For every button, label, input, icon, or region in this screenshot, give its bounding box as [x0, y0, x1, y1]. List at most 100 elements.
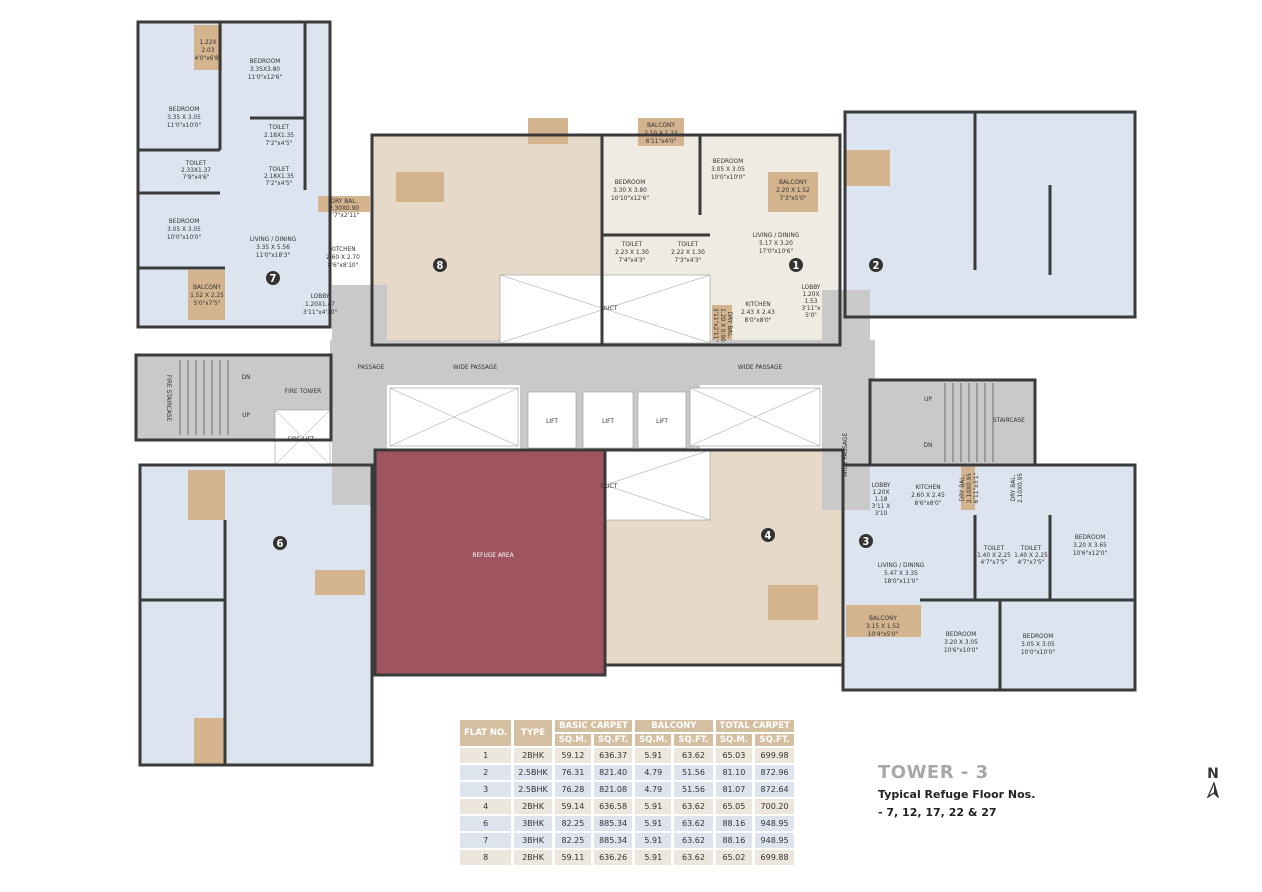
lobby-dim-imperial: 3'11 X — [872, 502, 891, 510]
flat-badge-1: 1 — [789, 258, 803, 272]
passage-label: PASSAGE — [358, 363, 385, 371]
header-sqm: SQ.M. — [715, 734, 753, 746]
lobby-label: LOBBY — [802, 283, 821, 291]
lobby-dim-imperial: 5'0" — [805, 311, 817, 319]
balconies — [188, 25, 975, 766]
toilet-dim-imperial: 7'2"x4'5" — [266, 139, 293, 147]
cell-bal-sqm: 4.79 — [635, 782, 672, 797]
dry-balcony-label: DRY BAL. — [1009, 475, 1017, 502]
lobby-label: LOBBY — [311, 292, 330, 300]
cell-bal-sqft: 63.62 — [674, 799, 713, 814]
flat-3-labels: LOBBY 1.20X 1.18 3'11 X 3'10 KITCHEN 2.6… — [866, 472, 1107, 656]
balcony-dim-imperial: 6'11"x4'0" — [646, 137, 677, 145]
cell-total-sqft: 872.96 — [755, 765, 794, 780]
up-label: UP — [242, 411, 250, 419]
passage-right-vertical — [822, 290, 870, 510]
balcony-dim: 1.52 X 2.25 — [190, 291, 224, 299]
duct-label: DUCT — [601, 482, 618, 490]
cell-basic-sqm: 82.25 — [554, 833, 592, 848]
cell-basic-sqm: 76.31 — [554, 765, 592, 780]
svg-text:6: 6 — [277, 537, 284, 550]
cell-basic-sqft: 885.34 — [594, 816, 633, 831]
cell-bal-sqft: 63.62 — [674, 833, 713, 848]
dn-label: DN — [924, 441, 933, 449]
lift-shaft — [582, 391, 634, 449]
lobby-dim: 1.20X1.47 — [305, 300, 335, 308]
cell-type: 2.5BHK — [514, 782, 552, 797]
cell-total-sqft: 700.20 — [755, 799, 794, 814]
bedroom-dim: 3.05 X 3.05 — [167, 225, 201, 233]
cell-flat: 7 — [460, 833, 512, 848]
flat-badge-8: 8 — [433, 258, 447, 272]
living-dining-dim-imperial: 18'0"x11'0" — [884, 577, 919, 585]
bedroom-label: BEDROOM — [169, 105, 200, 113]
bedroom-dim-imperial: 10'6"x10'0" — [944, 646, 979, 654]
cell-total-sqm: 81.10 — [715, 765, 753, 780]
floor-subtitle: Typical Refuge Floor Nos. — [878, 788, 1036, 801]
bedroom-dim-imperial: 11'0"x12'6" — [248, 73, 283, 81]
lobby-label: LOBBY — [872, 481, 891, 489]
balcony-dim: 3.15 X 1.52 — [866, 622, 900, 630]
balcony-label: BALCONY — [779, 178, 807, 186]
flat-badge-4: 4 — [761, 528, 775, 542]
lobby-dim-imperial: 3'11"x4'10" — [303, 308, 338, 316]
cell-bal-sqm: 5.91 — [635, 850, 672, 865]
toilet-label: TOILET — [1020, 544, 1042, 552]
bedroom-label: BEDROOM — [713, 157, 744, 165]
cell-basic-sqm: 59.14 — [554, 799, 592, 814]
cell-type: 3BHK — [514, 833, 552, 848]
living-dining-dim: 5.47 X 3.35 — [884, 569, 918, 577]
lobby-dim: 1.53 — [804, 297, 817, 305]
floor-numbers: - 7, 12, 17, 22 & 27 — [878, 806, 997, 819]
dry-balcony-dim: 2.10X0.95 — [965, 473, 973, 503]
flat-badge-6: 6 — [273, 536, 287, 550]
header-sqm: SQ.M. — [554, 734, 592, 746]
cell-bal-sqm: 4.79 — [635, 765, 672, 780]
wide-passage-label: WIDE PASSAGE — [453, 363, 498, 371]
cell-basic-sqft: 885.34 — [594, 833, 633, 848]
cell-bal-sqft: 51.56 — [674, 782, 713, 797]
balcony — [845, 150, 890, 186]
cell-total-sqm: 65.03 — [715, 748, 753, 763]
wide-passage-label: WIDE PASSAGE — [841, 433, 849, 478]
cell-basic-sqm: 59.12 — [554, 748, 592, 763]
bedroom-dim-imperial: 10'0"x10'0" — [1021, 648, 1056, 656]
cell-total-sqm: 88.16 — [715, 816, 753, 831]
living-dining-label: LIVING / DINING — [250, 235, 297, 243]
dry-balcony-dim-imperial: 3'11"x2'11" — [712, 308, 720, 343]
dry-balcony-label: DRY BAL. — [331, 197, 358, 205]
toilet-dim-imperial: 4'7"x7'5" — [981, 558, 1008, 566]
toilet-label: TOILET — [185, 159, 207, 167]
refuge-area-label: REFUGE AREA — [472, 551, 513, 559]
kitchen-dim: 2.60 X 2.45 — [911, 491, 945, 499]
balcony — [712, 305, 732, 345]
header-balcony: BALCONY — [635, 720, 713, 732]
balcony — [188, 270, 225, 320]
fire-tower-label: FIRE TOWER — [285, 387, 321, 395]
balcony-dim: 2.10 X 1.22 — [644, 129, 678, 137]
cell-basic-sqm: 76.28 — [554, 782, 592, 797]
living-dining-dim-imperial: 11'0"x18'3" — [256, 251, 291, 259]
passage-horizontal — [330, 340, 875, 385]
balcony-label: BALCONY — [647, 121, 675, 129]
flat-3-area — [843, 465, 1135, 690]
flat-badge-2: 2 — [869, 258, 883, 272]
wide-passage-label: WIDE PASSAGE — [738, 363, 783, 371]
svg-text:1: 1 — [793, 259, 800, 272]
balcony — [194, 25, 222, 70]
duct-label: DUCT — [601, 304, 618, 312]
north-arrow-icon — [1206, 781, 1220, 800]
bedroom-dim-imperial: 10'0"x10'0" — [711, 173, 746, 181]
toilet-dim: 1.40 X 2.25 — [1014, 551, 1048, 559]
balcony — [768, 172, 818, 212]
toilet-dim-imperial: 7'2"x4'5" — [266, 179, 293, 187]
toilet-label: TOILET — [621, 240, 643, 248]
balcony — [315, 570, 365, 595]
header-basic-carpet: BASIC CARPET — [554, 720, 633, 732]
svg-text:7: 7 — [270, 272, 277, 285]
cell-basic-sqm: 82.25 — [554, 816, 592, 831]
north-indicator: N — [1206, 766, 1220, 802]
bedroom-dim: 3.35 X 3.05 — [167, 113, 201, 121]
balcony — [528, 118, 568, 144]
